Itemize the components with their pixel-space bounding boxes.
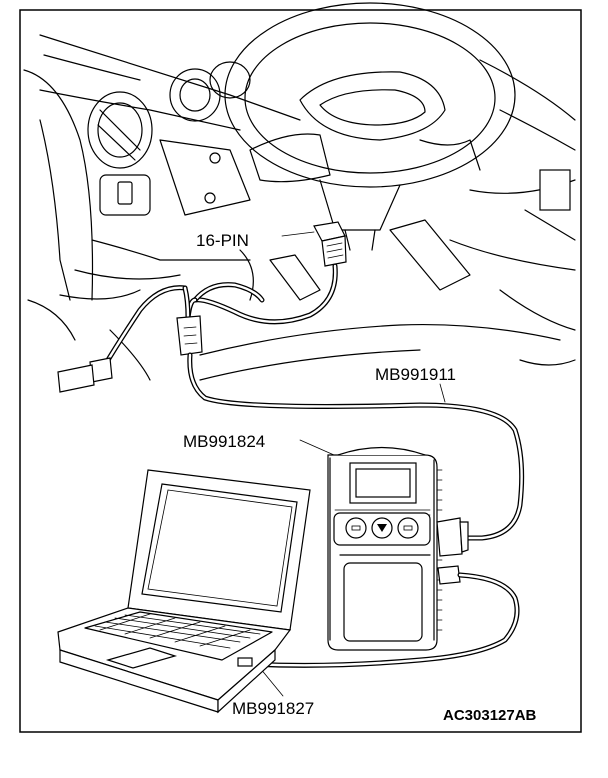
harness-mb991911 — [57, 263, 525, 541]
connector-leader-line — [281, 231, 315, 237]
connector-label: 16-PIN — [196, 231, 249, 250]
obd-connector-16-pin — [313, 221, 347, 267]
esc-button-icon — [345, 517, 367, 539]
usb-cable-leader-line — [259, 667, 284, 697]
figure-id: AC303127AB — [443, 707, 537, 724]
enter-button-icon — [397, 517, 419, 539]
harness-leader-line — [439, 383, 446, 403]
tester-leader-line — [299, 439, 335, 456]
laptop-computer — [57, 469, 311, 714]
figure-frame — [19, 9, 582, 733]
dashboard-illustration — [23, 2, 576, 381]
harness-label: MB991911 — [375, 365, 456, 384]
tester-mb991824 — [327, 446, 469, 651]
tester-label: MB991824 — [183, 432, 265, 451]
usb-cable-mb991827 — [247, 572, 520, 668]
usb-cable-label: MB991827 — [232, 699, 314, 718]
